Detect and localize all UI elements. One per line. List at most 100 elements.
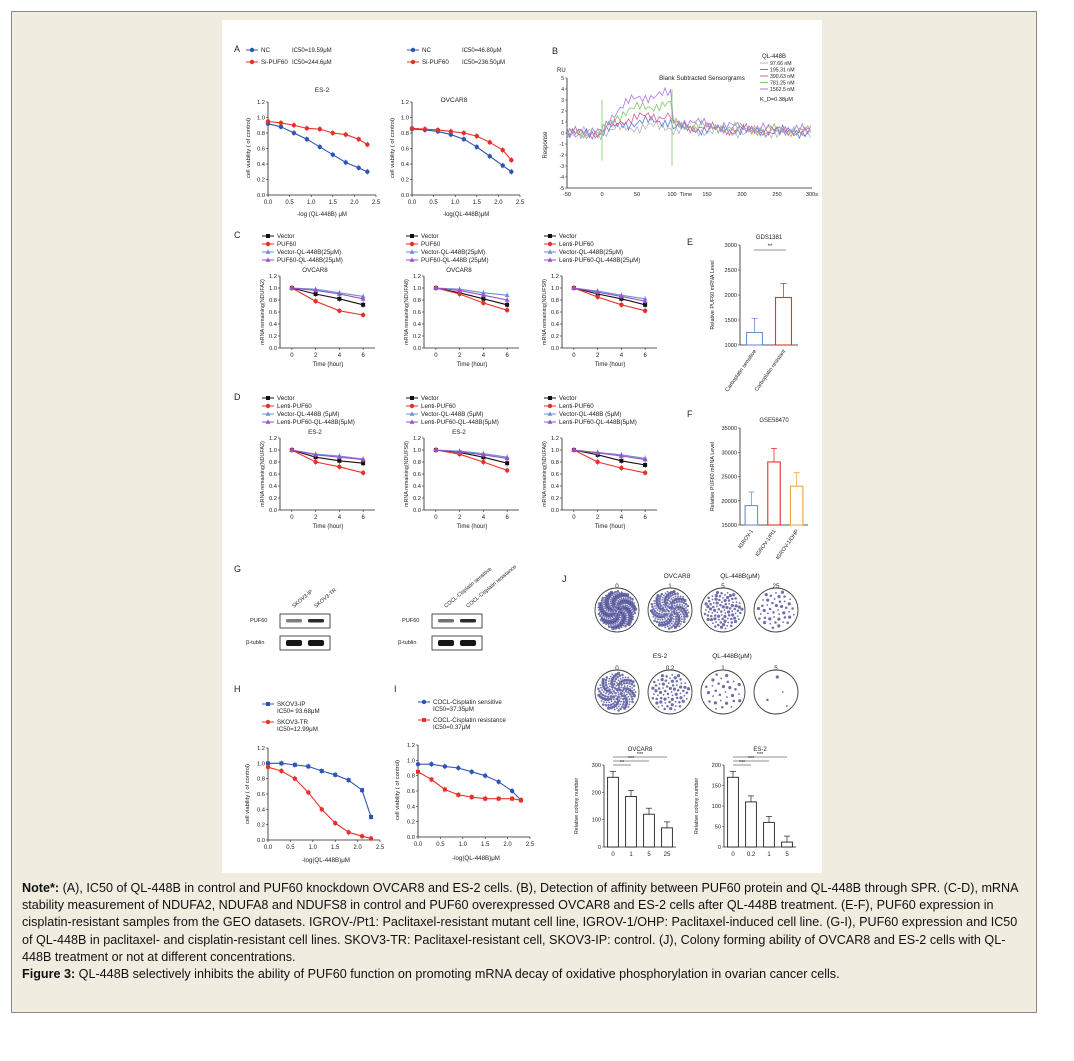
y-tick-label: 0.6 bbox=[269, 472, 277, 478]
colony bbox=[625, 618, 628, 621]
colony bbox=[664, 617, 666, 620]
x-tick-label: 0 bbox=[600, 192, 603, 198]
colony bbox=[725, 673, 729, 678]
colony bbox=[668, 686, 672, 691]
ic50-label: IC50=236.50μM bbox=[462, 60, 505, 66]
bar bbox=[781, 841, 793, 848]
colony bbox=[736, 609, 740, 612]
colony bbox=[612, 702, 615, 705]
y-tick-label: 1.0 bbox=[413, 448, 421, 454]
colony bbox=[601, 683, 605, 687]
colony bbox=[609, 675, 612, 678]
colony bbox=[669, 616, 674, 620]
colony bbox=[669, 706, 673, 711]
colony bbox=[705, 609, 707, 611]
legend-marker bbox=[547, 403, 553, 409]
legend-label: Lenti-PUF60 bbox=[277, 403, 312, 410]
x-tick-label: 0.5 bbox=[285, 200, 294, 206]
blot-frame bbox=[431, 635, 483, 651]
colony bbox=[780, 590, 785, 594]
y-tick-label: 1.2 bbox=[407, 743, 415, 749]
data-point bbox=[595, 294, 600, 300]
axis-label-y: cell viability ( of control) bbox=[395, 760, 401, 820]
colony bbox=[788, 615, 792, 619]
colony bbox=[679, 609, 683, 612]
colony bbox=[726, 591, 729, 594]
category-label: 5 bbox=[647, 852, 651, 858]
colony bbox=[680, 682, 683, 685]
colony bbox=[620, 597, 623, 600]
x-tick-label: 2 bbox=[314, 515, 318, 521]
colony bbox=[611, 692, 614, 695]
colony bbox=[724, 594, 726, 596]
colony bbox=[625, 699, 629, 703]
y-tick-label: 0.4 bbox=[257, 807, 266, 813]
colony bbox=[683, 694, 686, 697]
legend-label: Lenti-PUF60 bbox=[559, 241, 594, 248]
data-point bbox=[500, 147, 505, 153]
y-tick-label: 1.2 bbox=[257, 100, 265, 106]
axis-label-y: Relative colony number bbox=[694, 778, 700, 835]
category-label: 5 bbox=[785, 852, 789, 858]
colony bbox=[717, 608, 721, 611]
y-tick-label: 0.0 bbox=[413, 346, 421, 352]
legend-label: Lenti-PUF60 bbox=[559, 403, 594, 410]
colony bbox=[724, 612, 727, 614]
bar bbox=[774, 296, 793, 346]
colony bbox=[718, 598, 721, 602]
colony bbox=[723, 619, 727, 623]
colony bbox=[674, 615, 678, 618]
colony bbox=[617, 705, 620, 708]
colony bbox=[661, 599, 664, 601]
data-point bbox=[448, 132, 454, 137]
colony bbox=[678, 704, 682, 708]
dose-label: 1 bbox=[721, 665, 725, 672]
colony bbox=[623, 706, 627, 710]
data-point bbox=[343, 132, 348, 137]
colony bbox=[676, 592, 679, 595]
colony bbox=[669, 590, 674, 595]
axis-label-x: Time (hour) bbox=[595, 362, 626, 368]
axis-label-y: Relative colony number bbox=[574, 778, 580, 835]
colony bbox=[626, 616, 628, 619]
colony bbox=[672, 609, 676, 614]
colony bbox=[619, 616, 622, 619]
panel-letter: E bbox=[687, 237, 693, 247]
colony bbox=[758, 617, 761, 620]
colony bbox=[659, 604, 663, 608]
colony bbox=[773, 616, 776, 618]
blot-band bbox=[286, 619, 302, 623]
x-tick-label: 250 bbox=[772, 192, 781, 198]
colony bbox=[617, 683, 621, 687]
colony bbox=[602, 691, 605, 693]
y-tick-label: 1000 bbox=[725, 343, 737, 349]
colony bbox=[611, 688, 614, 691]
y-tick-label: 0.2 bbox=[401, 178, 409, 184]
colony bbox=[669, 624, 671, 627]
colony bbox=[610, 604, 613, 607]
colony bbox=[608, 688, 611, 691]
series-line bbox=[435, 287, 508, 301]
sig-label: ** bbox=[620, 760, 625, 766]
category-label: Carboplatin resistant bbox=[754, 348, 788, 392]
plot-title: ES-2 bbox=[308, 429, 322, 436]
colony bbox=[676, 603, 679, 606]
y-tick-label: 25000 bbox=[721, 475, 737, 481]
colony bbox=[664, 592, 667, 595]
colony bbox=[597, 687, 600, 690]
data-point bbox=[619, 458, 624, 463]
legend-marker bbox=[265, 719, 271, 725]
data-point bbox=[474, 144, 479, 150]
colony bbox=[612, 606, 615, 609]
legend-marker bbox=[409, 411, 415, 416]
y-tick-label: 0.2 bbox=[269, 334, 277, 340]
axis-label-y: Relative PUF60 mRNA Level bbox=[710, 260, 716, 329]
colony bbox=[597, 612, 601, 616]
data-point bbox=[415, 761, 421, 767]
colony bbox=[711, 684, 714, 687]
y-tick-label: 0.2 bbox=[269, 496, 277, 502]
series-line bbox=[411, 128, 512, 173]
colony bbox=[727, 617, 729, 620]
data-point bbox=[619, 302, 624, 307]
colony bbox=[618, 688, 622, 692]
